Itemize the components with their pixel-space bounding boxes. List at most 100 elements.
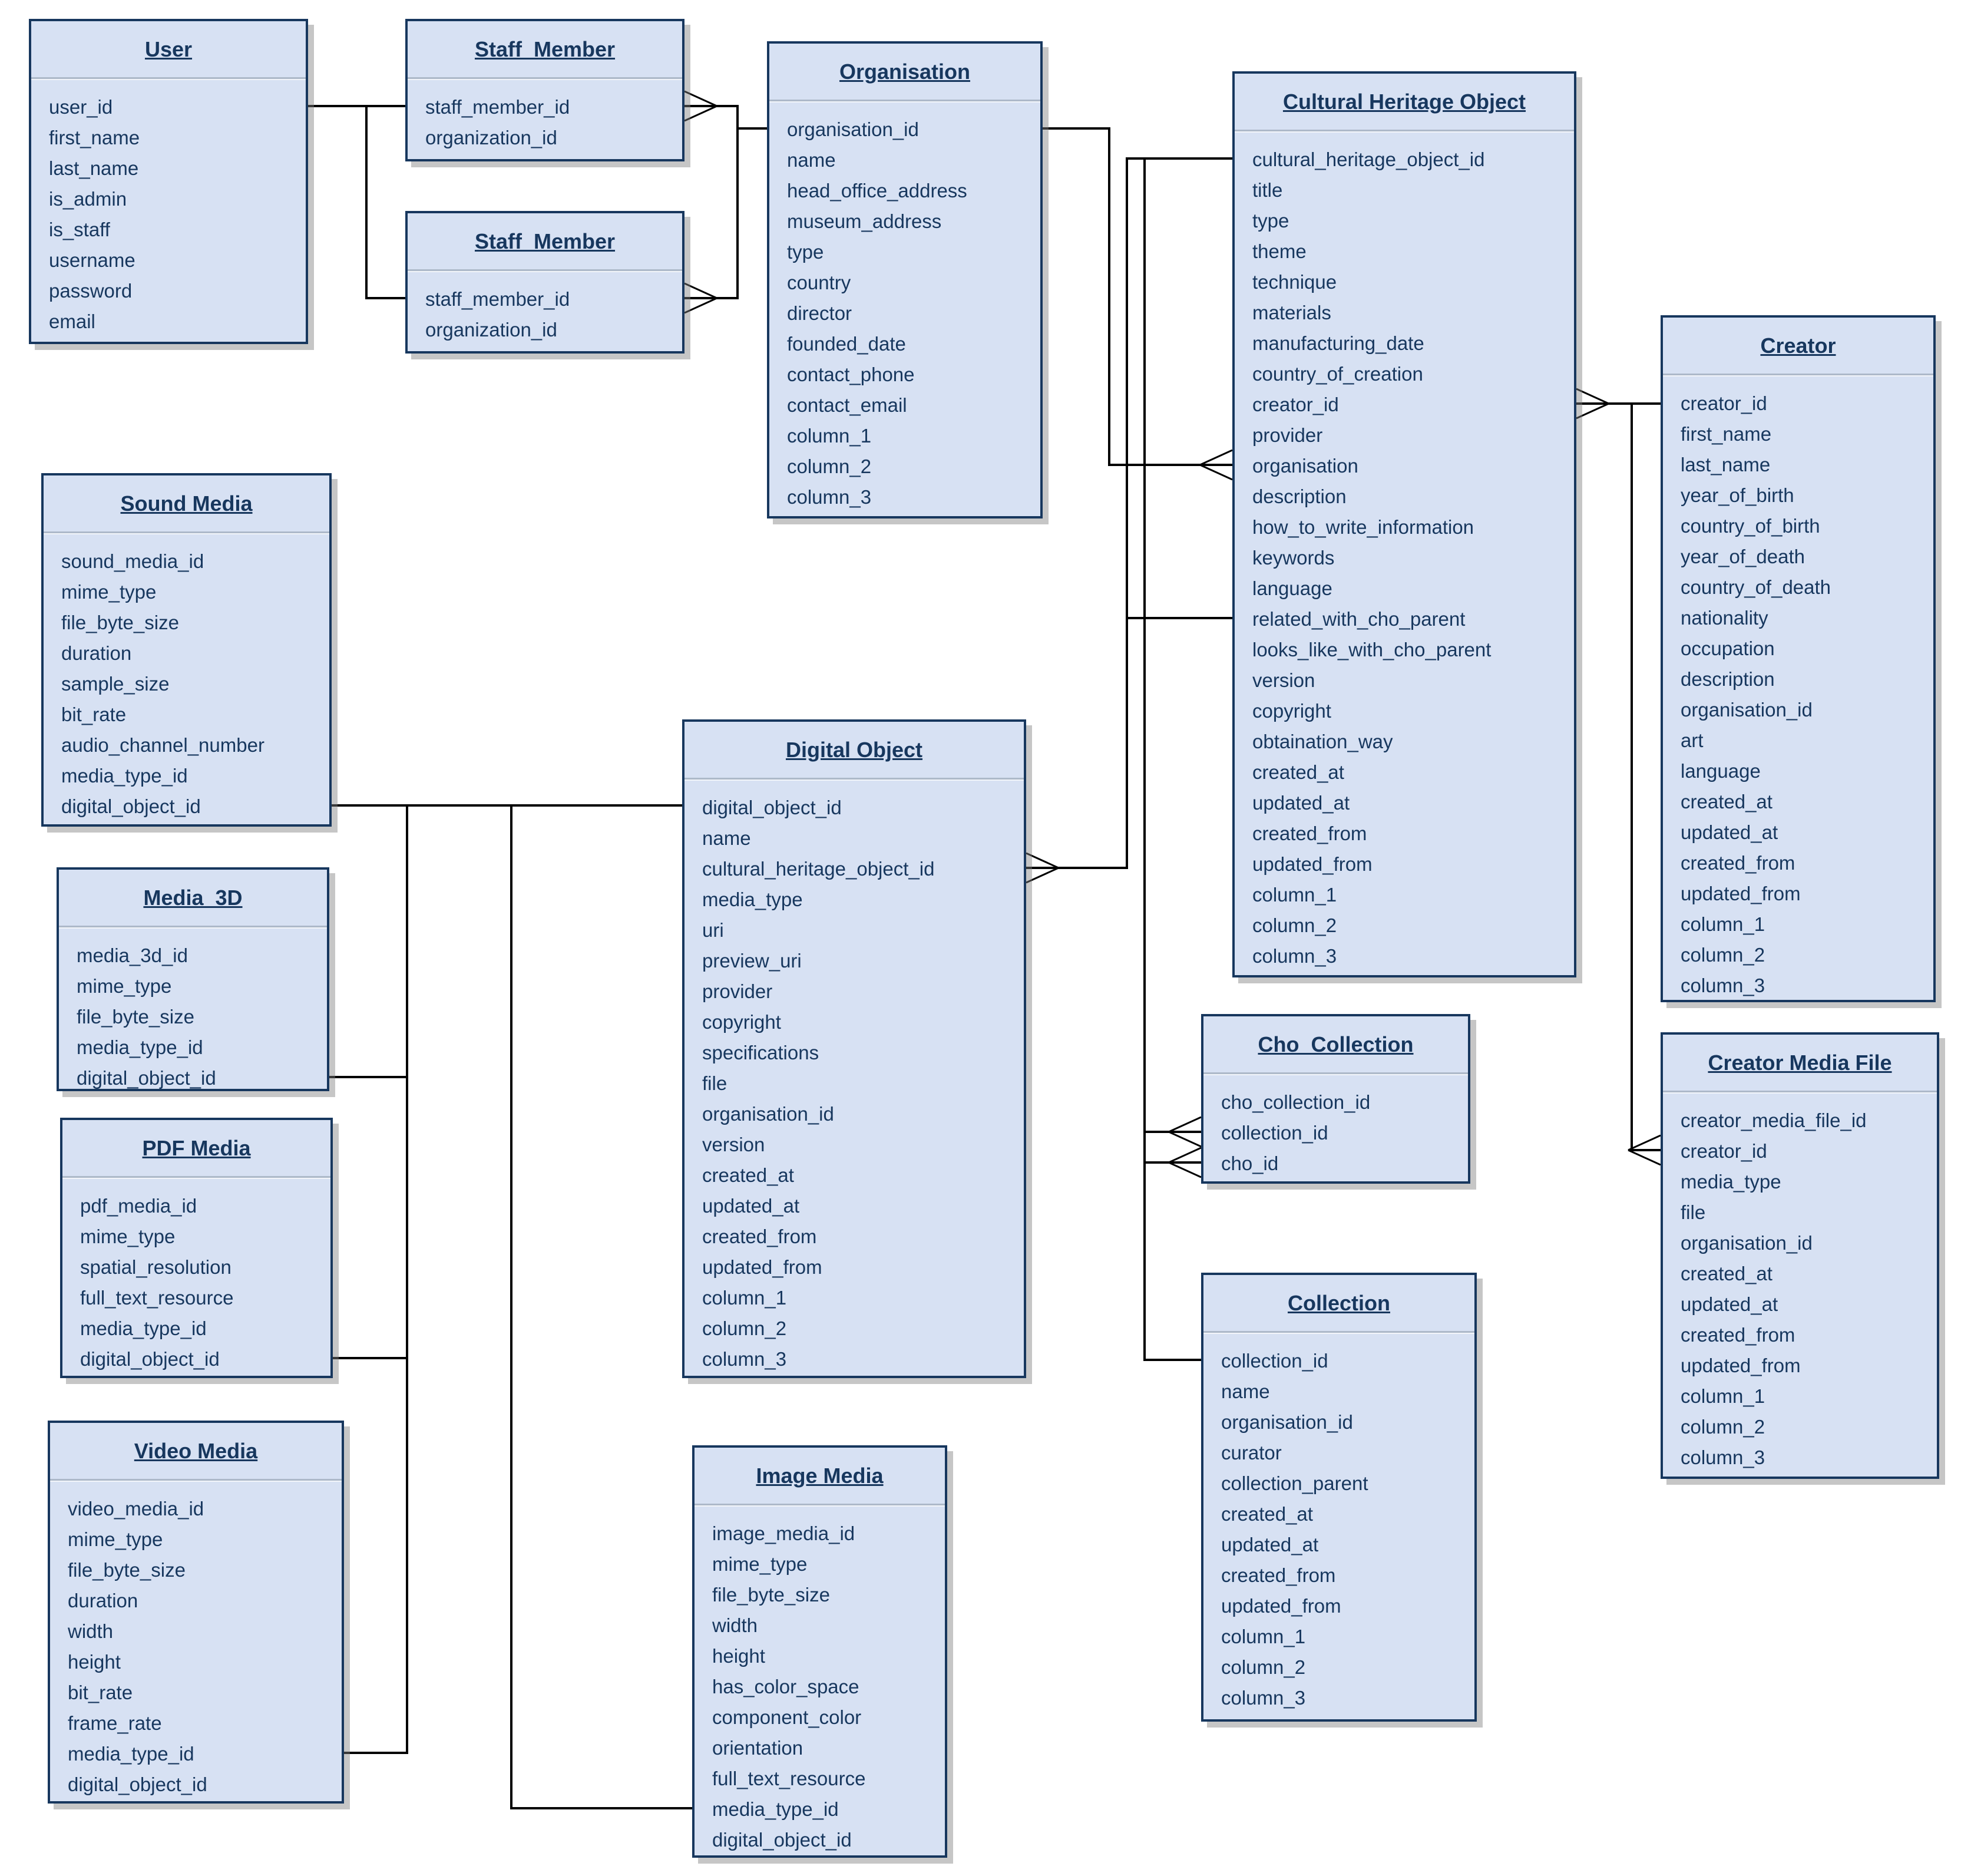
field-file_byte_size: file_byte_size [61, 612, 179, 633]
field-country_of_death: country_of_death [1681, 576, 1831, 598]
field-last_name: last_name [1681, 454, 1771, 475]
field-staff_member_id: staff_member_id [425, 288, 570, 310]
field-column_3: column_3 [1221, 1687, 1306, 1709]
field-uri: uri [702, 919, 724, 941]
connector-staff2-organisation [684, 128, 739, 299]
field-file_byte_size: file_byte_size [68, 1559, 186, 1581]
field-column_1: column_1 [1252, 884, 1337, 906]
field-video_media_id: video_media_id [68, 1498, 204, 1520]
connector-creator-media-file [1631, 404, 1661, 1151]
connector-cho-digital-object [1026, 158, 1128, 869]
field-user_id: user_id [49, 96, 113, 118]
entity-cultural-heritage-object[interactable]: Cultural Heritage Object cultural_herita… [1232, 71, 1576, 977]
field-cultural_heritage_object_id: cultural_heritage_object_id [1252, 148, 1485, 170]
field-organisation_id: organisation_id [1681, 699, 1813, 721]
field-organization_id: organization_id [425, 319, 557, 341]
field-media_type_id: media_type_id [77, 1036, 203, 1058]
crowfoot-staff1 [684, 90, 717, 122]
field-created_from: created_from [1252, 823, 1367, 844]
field-cho_collection_id: cho_collection_id [1221, 1091, 1371, 1113]
field-title: title [1252, 179, 1283, 201]
field-component_color: component_color [712, 1706, 862, 1728]
field-bit_rate: bit_rate [68, 1682, 133, 1703]
field-materials: materials [1252, 302, 1331, 323]
field-updated_from: updated_from [1681, 883, 1801, 904]
field-sample_size: sample_size [61, 673, 170, 695]
field-country_of_birth: country_of_birth [1681, 515, 1820, 537]
field-theme: theme [1252, 240, 1307, 262]
field-organization_id: organization_id [425, 127, 557, 148]
field-contact_phone: contact_phone [787, 364, 915, 385]
field-column_2: column_2 [1221, 1656, 1306, 1678]
field-preview_uri: preview_uri [702, 950, 802, 972]
entity-title-cho-collection: Cho_Collection [1203, 1016, 1468, 1074]
field-version: version [702, 1134, 765, 1155]
entity-title-image-media: Image Media [695, 1448, 945, 1505]
connector-cho-collection-bus [1143, 158, 1201, 1361]
connector-staff1-organisation [684, 105, 767, 130]
entity-title-collection: Collection [1203, 1275, 1474, 1333]
entity-staff-member-2[interactable]: Staff_Member staff_member_id organization… [405, 211, 684, 354]
field-curator: curator [1221, 1442, 1282, 1464]
field-mime_type: mime_type [712, 1553, 808, 1575]
field-cho_id: cho_id [1221, 1152, 1279, 1174]
field-first_name: first_name [49, 127, 140, 148]
field-country_of_creation: country_of_creation [1252, 363, 1423, 385]
field-updated_at: updated_at [702, 1195, 800, 1217]
field-list-cho-collection: cho_collection_id collection_id cho_id [1203, 1074, 1468, 1179]
field-name: name [1221, 1380, 1270, 1402]
field-mime_type: mime_type [80, 1226, 176, 1247]
field-creator_id: creator_id [1681, 392, 1767, 414]
field-occupation: occupation [1681, 638, 1775, 659]
field-country: country [787, 272, 851, 293]
field-column_2: column_2 [1252, 914, 1337, 936]
field-collection_id: collection_id [1221, 1350, 1328, 1372]
field-media_type_id: media_type_id [80, 1317, 207, 1339]
field-digital_object_id: digital_object_id [712, 1829, 852, 1851]
entity-title-staff-member-1: Staff_Member [408, 21, 682, 79]
field-organisation: organisation [1252, 455, 1358, 477]
field-language: language [1252, 577, 1332, 599]
field-image_media_id: image_media_id [712, 1522, 855, 1544]
field-name: name [702, 827, 751, 849]
entity-title-cultural-heritage-object: Cultural Heritage Object [1235, 74, 1574, 131]
entity-title-organisation: Organisation [769, 44, 1040, 101]
field-copyright: copyright [1252, 700, 1331, 722]
field-looks_like_with_cho_parent: looks_like_with_cho_parent [1252, 639, 1492, 660]
field-username: username [49, 249, 135, 271]
field-column_1: column_1 [1221, 1626, 1306, 1647]
entity-cho-collection[interactable]: Cho_Collection cho_collection_id collecti… [1201, 1014, 1470, 1184]
field-media_type_id: media_type_id [712, 1798, 839, 1820]
field-organisation_id: organisation_id [1221, 1411, 1353, 1433]
field-head_office_address: head_office_address [787, 180, 967, 202]
field-column_2: column_2 [787, 455, 872, 477]
field-museum_address: museum_address [787, 210, 942, 232]
field-column_2: column_2 [1681, 1416, 1765, 1438]
entity-title-staff-member-2: Staff_Member [408, 213, 682, 271]
field-duration: duration [61, 642, 132, 664]
field-media_type: media_type [1681, 1171, 1781, 1193]
field-language: language [1681, 760, 1761, 782]
field-collection_id: collection_id [1221, 1122, 1328, 1144]
field-founded_date: founded_date [787, 333, 906, 355]
field-digital_object_id: digital_object_id [61, 795, 201, 817]
field-media_3d_id: media_3d_id [77, 944, 188, 966]
connector-media-bus-1 [344, 805, 408, 1754]
entity-creator-media-file[interactable]: Creator Media File creator_media_file_id… [1661, 1032, 1939, 1479]
